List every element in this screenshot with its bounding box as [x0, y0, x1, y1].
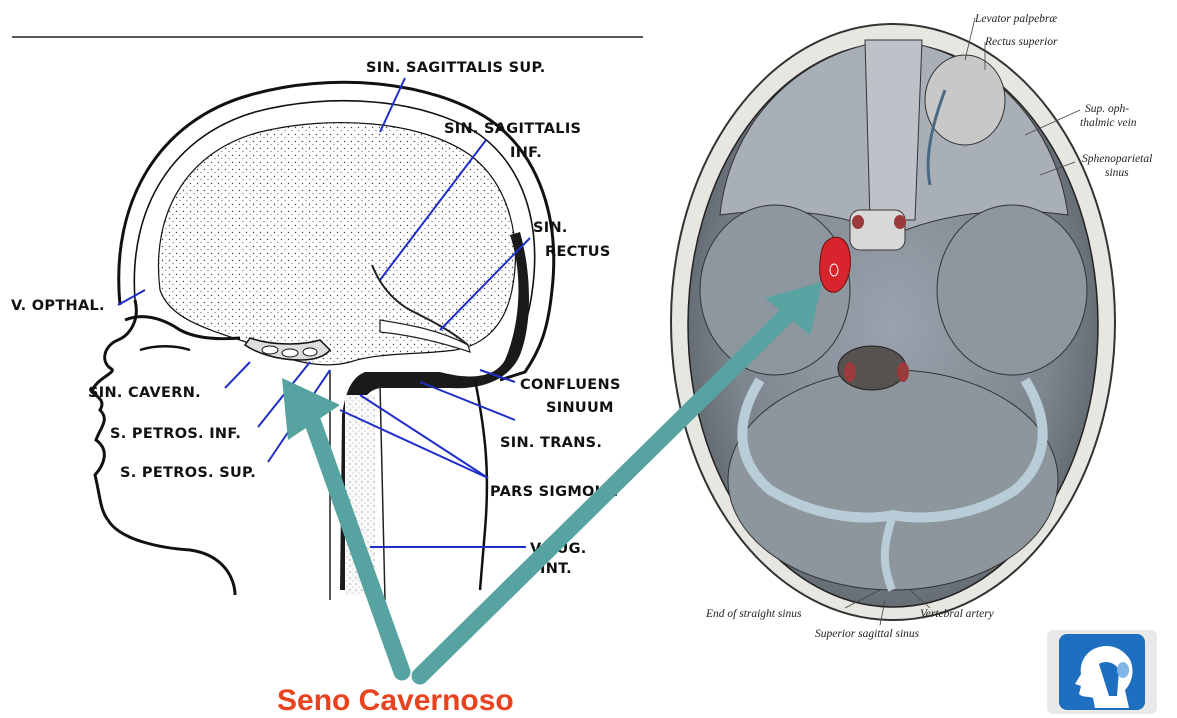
label-s-petros-inf: S. PETROS. INF.: [110, 426, 241, 442]
label-sup-oph-1: Sup. oph-: [1085, 103, 1129, 115]
label-vertebral: Vertebral artery: [920, 608, 995, 620]
face-profile: [92, 300, 235, 595]
label-sin-rectus-2: RECTUS: [545, 244, 611, 260]
label-spheno-2: sinus: [1105, 167, 1129, 179]
label-confluens-sinuum-2: SINUUM: [546, 400, 614, 416]
left-head-diagram: SIN. SAGITTALIS SUP. SIN. SAGITTALIS INF…: [11, 37, 643, 600]
label-v-opthal: V. OPTHAL.: [11, 298, 105, 314]
label-sup-oph-2: thalmic vein: [1080, 117, 1137, 129]
label-levator: Levator palpebræ: [974, 13, 1057, 25]
label-confluens-sinuum-1: CONFLUENS: [520, 377, 621, 393]
label-spheno-1: Sphenoparietal: [1082, 153, 1152, 165]
logo: [1047, 630, 1157, 714]
caption-seno-cavernoso: Seno Cavernoso: [277, 684, 514, 717]
label-sin-sagittalis-inf-2: INF.: [510, 145, 542, 161]
label-rectus-superior: Rectus superior: [984, 36, 1058, 48]
label-sin-sagittalis-inf-1: SIN. SAGITTALIS: [444, 121, 581, 137]
label-sin-trans: SIN. TRANS.: [500, 435, 602, 451]
brain: [158, 123, 515, 365]
skull-base-illustration: Levator palpebræ Rectus superior Sup. op…: [671, 13, 1152, 640]
label-sin-cavern: SIN. CAVERN.: [88, 385, 201, 401]
label-sup-sagittal: Superior sagittal sinus: [815, 628, 920, 640]
label-end-straight: End of straight sinus: [705, 608, 802, 620]
head-profile-icon: [1059, 634, 1145, 710]
label-sin-sagittalis-sup: SIN. SAGITTALIS SUP.: [366, 60, 546, 76]
label-sin-rectus-1: SIN.: [533, 220, 568, 236]
label-s-petros-sup: S. PETROS. SUP.: [120, 465, 256, 481]
